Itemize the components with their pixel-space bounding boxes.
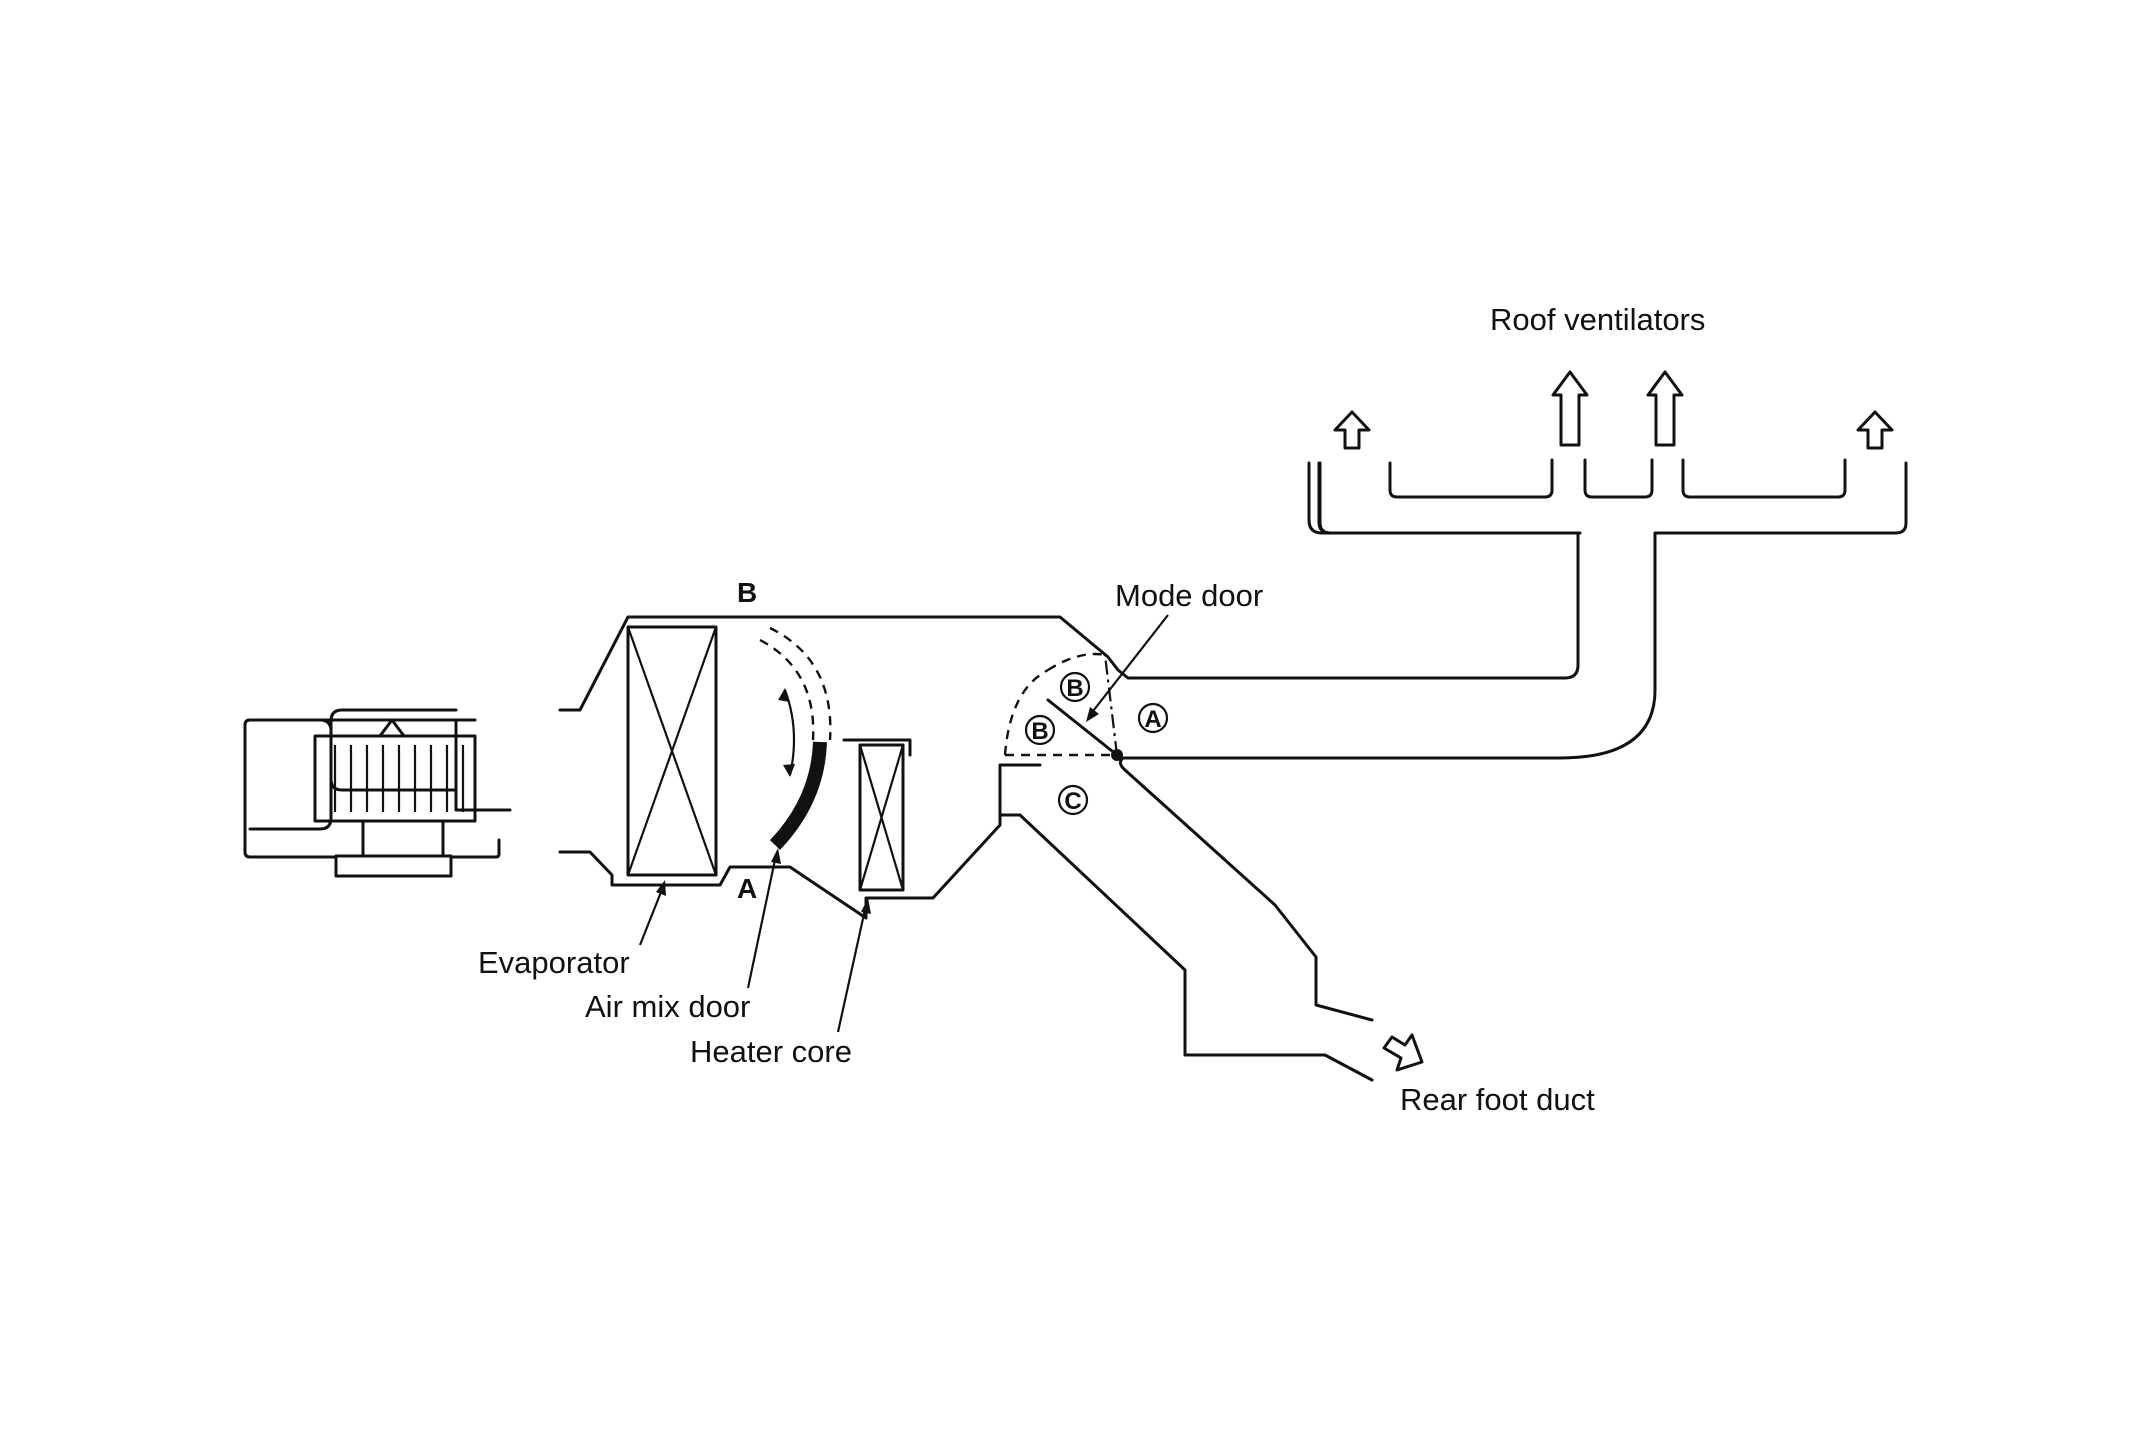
arrow-up-icon [1551, 370, 1589, 447]
roof-duct [1317, 458, 1908, 535]
circled-B-lower: B [1024, 714, 1056, 746]
label-position-B: B [737, 577, 757, 608]
evaporator [626, 625, 718, 877]
label-mode-door: Mode door [1115, 578, 1263, 613]
label-roof-ventilators: Roof ventilators [1490, 302, 1705, 337]
arrow-up-icon [1333, 410, 1371, 450]
arrow-right-icon [1382, 1033, 1424, 1072]
arrow-up-icon [1646, 370, 1684, 447]
svg-text:B: B [1066, 675, 1083, 702]
circled-B-upper: B [1059, 671, 1091, 703]
label-air-mix-door: Air mix door [585, 989, 750, 1024]
blower-unit [243, 708, 512, 878]
heater-core [842, 738, 912, 892]
arrow-up-icon [1856, 410, 1894, 450]
mode-door [1003, 652, 1123, 761]
leader-lines [638, 614, 1169, 1033]
circled-A: A [1137, 702, 1169, 734]
svg-text:A: A [1144, 706, 1161, 733]
hvac-housing [558, 461, 1657, 1082]
svg-text:B: B [1031, 718, 1048, 745]
label-heater-core: Heater core [690, 1034, 852, 1069]
roof-outlet-arrows [1333, 370, 1894, 450]
svg-text:C: C [1064, 788, 1081, 815]
circled-C: C [1057, 784, 1089, 816]
air-mix-door [759, 626, 832, 850]
label-rear-foot-duct: Rear foot duct [1400, 1082, 1595, 1117]
blower-fan-icon [333, 745, 465, 812]
label-position-A: A [737, 873, 757, 904]
label-evaporator: Evaporator [478, 945, 630, 980]
